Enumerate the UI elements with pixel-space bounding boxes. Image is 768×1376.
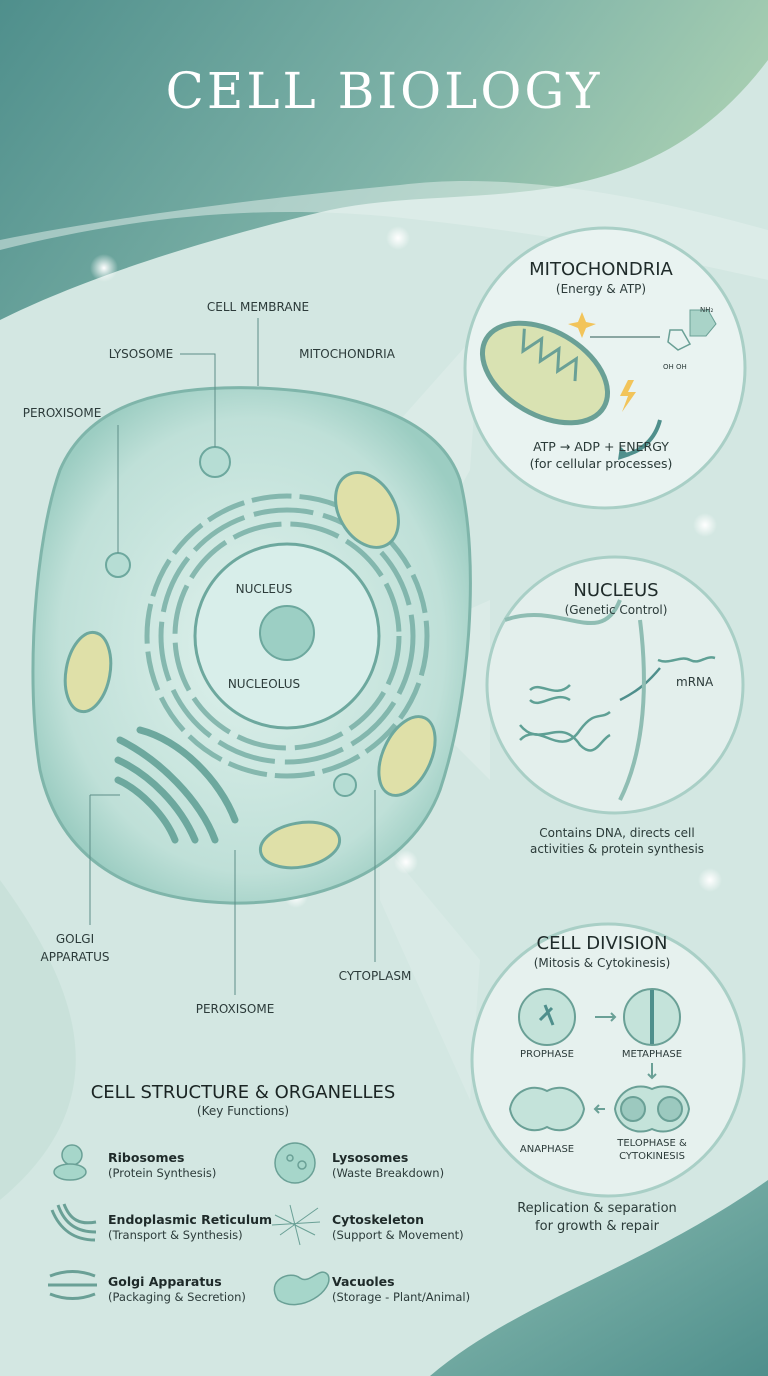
stage-anaphase: ANAPHASE — [519, 1144, 575, 1155]
cell-division-panel-title: CELL DIVISION — [536, 933, 668, 954]
mitochondria-caption: ATP → ADP + ENERGY(for cellular processe… — [530, 439, 673, 473]
mitosis-stages — [508, 988, 691, 1133]
page-title: CELL BIOLOGY — [165, 62, 603, 120]
lysosome — [199, 446, 231, 478]
dna-illustration — [504, 599, 716, 801]
legend-item-ribosomes: Ribosomes(Protein Synthesis) — [108, 1150, 216, 1180]
golgi-icon — [48, 1270, 97, 1300]
stage-prophase: PROPHASE — [520, 1049, 574, 1060]
legend-item-name: Cytoskeleton — [332, 1212, 425, 1227]
mitochondria — [63, 471, 437, 870]
nucleolus — [259, 605, 315, 661]
legend-item-er: Endoplasmic Reticulum(Transport & Synthe… — [108, 1212, 272, 1242]
legend-item-function: (Packaging & Secretion) — [108, 1290, 246, 1304]
legend-item-name: Lysosomes — [332, 1150, 409, 1165]
stage-telophase-line2: CYTOKINESIS — [619, 1151, 685, 1162]
er-icon — [50, 1203, 97, 1242]
legend-item-function: (Storage - Plant/Animal) — [332, 1290, 471, 1304]
golgi-apparatus — [114, 726, 239, 844]
cell-division-panel-subtitle: (Mitosis & Cytokinesis) — [533, 956, 671, 970]
legend-item-lysosomes: Lysosomes(Waste Breakdown) — [332, 1150, 444, 1180]
legend-item-cytoskeleton: Cytoskeleton(Support & Movement) — [332, 1212, 464, 1242]
label-golgi-line2: APPARATUS — [40, 950, 110, 964]
mitochondria-panel-title: MITOCHONDRIA — [529, 259, 673, 280]
legend-item-function: (Protein Synthesis) — [108, 1166, 217, 1180]
cytoskeleton-icon — [271, 1204, 321, 1246]
mitochondria-panel-subtitle: (Energy & ATP) — [555, 282, 647, 296]
legend-item-name: Vacuoles — [332, 1274, 395, 1289]
label-nucleus: NUCLEUS — [235, 582, 293, 596]
label-golgi-line1: GOLGI — [55, 932, 95, 946]
legend-item-name: Ribosomes — [108, 1150, 185, 1165]
legend-item-name: Golgi Apparatus — [108, 1274, 222, 1289]
label-peroxisome-top: PEROXISOME — [22, 406, 102, 420]
nucleus-panel-subtitle: (Genetic Control) — [564, 603, 668, 617]
cell-diagram — [31, 386, 472, 905]
lightning-icon — [620, 380, 636, 412]
mitochondrion-illustration — [479, 309, 717, 460]
legend-item-name: Endoplasmic Reticulum — [108, 1212, 273, 1227]
legend-item-function: (Support & Movement) — [332, 1228, 464, 1242]
label-nucleolus: NUCLEOLUS — [227, 677, 301, 691]
lysosome-icon — [274, 1142, 316, 1184]
label-peroxisome-bottom: PEROXISOME — [195, 1002, 275, 1016]
stage-telophase: TELOPHASE & CYTOKINESIS — [617, 1137, 687, 1163]
stage-metaphase: METAPHASE — [621, 1049, 683, 1060]
label-cytoplasm: CYTOPLASM — [338, 969, 412, 983]
stage-telophase-line1: TELOPHASE & — [617, 1138, 687, 1149]
legend-subtitle: (Key Functions) — [196, 1104, 290, 1118]
ribosome-icon — [53, 1144, 87, 1181]
label-cell-membrane: CELL MEMBRANE — [206, 300, 310, 314]
spark-icon — [568, 312, 596, 338]
nucleus-panel-title: NUCLEUS — [573, 580, 659, 601]
leader-lines — [89, 318, 376, 995]
cell-division-caption-line1: Replication & separation — [517, 1201, 677, 1216]
label-mitochondria: MITOCHONDRIA — [299, 347, 395, 361]
nh2-label: NH₂ — [700, 306, 714, 314]
nucleus-caption-line1: Contains DNA, directs cell — [539, 826, 695, 840]
legend-item-function: (Transport & Synthesis) — [108, 1228, 243, 1242]
peroxisome — [333, 773, 357, 797]
peroxisome — [105, 552, 131, 578]
legend-item-function: (Waste Breakdown) — [332, 1166, 445, 1180]
nucleus-caption: Contains DNA, directs cell activities & p… — [530, 825, 704, 857]
legend-title: CELL STRUCTURE & ORGANELLES — [90, 1082, 396, 1103]
label-lysosome: LYSOSOME — [108, 347, 174, 361]
legend-item-golgi: Golgi Apparatus(Packaging & Secretion) — [108, 1274, 246, 1304]
mitochondria-caption-line2: (for cellular processes) — [529, 455, 673, 471]
oh-label: OH OH — [663, 363, 687, 371]
cell-division-caption: Replication & separation for growth & rep… — [517, 1200, 677, 1235]
label-golgi: GOLGI APPARATUS — [41, 930, 110, 966]
cell-division-caption-line2: for growth & repair — [535, 1218, 659, 1234]
vacuole-icon — [273, 1271, 330, 1306]
mitochondria-caption-line1: ATP → ADP + ENERGY — [533, 439, 669, 454]
endoplasmic-reticulum — [144, 493, 430, 779]
nucleus-caption-line2: activities & protein synthesis — [529, 842, 705, 857]
legend-item-vacuoles: Vacuoles(Storage - Plant/Animal) — [332, 1274, 470, 1304]
mrna-label: mRNA — [676, 675, 714, 689]
